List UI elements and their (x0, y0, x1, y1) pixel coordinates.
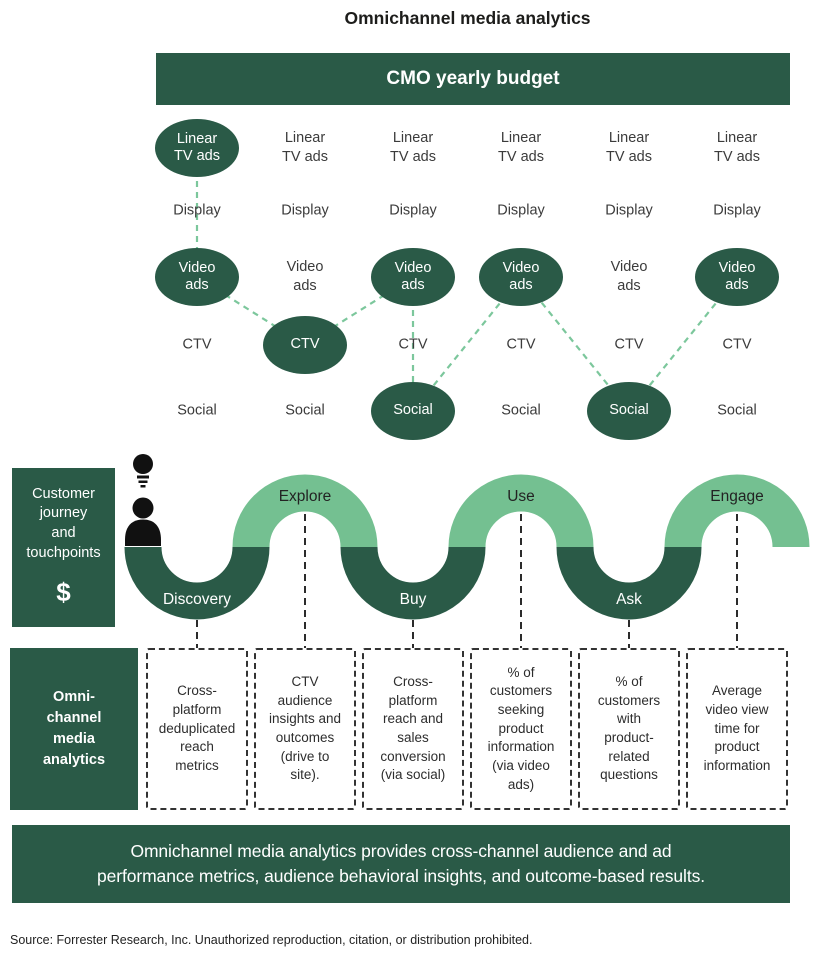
stage-engage: Engage (710, 488, 764, 505)
stage-use: Use (507, 488, 535, 505)
channel-cell-video-ads: Video ads (155, 248, 239, 306)
channel-cell-linear-tv-ads: Linear TV ads (606, 130, 652, 165)
source-note: Source: Forrester Research, Inc. Unautho… (10, 933, 533, 947)
metric-box-buy: Cross- platform reach and sales conversi… (362, 648, 464, 810)
metric-box-discovery: Cross- platform deduplicated reach metri… (146, 648, 248, 810)
channel-cell-linear-tv-ads: Linear TV ads (282, 130, 328, 165)
omnichannel-analytics-label: Omni- channel media analytics (42, 688, 106, 769)
summary-banner: Omnichannel media analytics provides cro… (12, 825, 790, 903)
channel-cell-linear-tv-ads: Linear TV ads (498, 130, 544, 165)
channel-cell-ctv: CTV (182, 336, 212, 353)
stage-explore: Explore (278, 488, 332, 505)
channel-cell-video-ads: Video ads (286, 259, 324, 294)
page-title: Omnichannel media analytics (344, 8, 591, 28)
channel-cell-social: Social (371, 382, 455, 440)
channel-cell-social: Social (285, 402, 325, 419)
channel-cell-linear-tv-ads: Linear TV ads (390, 130, 436, 165)
cmo-budget-label: CMO yearly budget (386, 68, 560, 89)
channel-cell-linear-tv-ads: Linear TV ads (155, 119, 239, 177)
stage-discovery: Discovery (162, 591, 232, 608)
omnichannel-analytics-box: Omni- channel media analytics (10, 648, 138, 810)
cmo-budget-banner: CMO yearly budget (156, 53, 790, 105)
lightbulb-icon (133, 454, 153, 488)
dashed-guide-lines (196, 514, 738, 648)
channel-cell-ctv: CTV (506, 336, 536, 353)
customer-journey-box: Customer journey and touchpoints $ (12, 468, 115, 627)
channel-cell-social: Social (717, 402, 757, 419)
stage-ask: Ask (616, 591, 642, 608)
stage-buy: Buy (399, 591, 427, 608)
channel-cell-display: Display (389, 202, 437, 219)
channel-cell-display: Display (173, 202, 221, 219)
channel-cell-video-ads: Video ads (479, 248, 563, 306)
channel-cell-social: Social (177, 402, 217, 419)
journey-wave-ribbon (124, 474, 810, 620)
channel-cell-display: Display (605, 202, 653, 219)
metric-box-engage: Average video view time for product info… (686, 648, 788, 810)
channel-cell-ctv: CTV (398, 336, 428, 353)
channel-cell-display: Display (713, 202, 761, 219)
person-icon (125, 497, 161, 546)
metric-box-ask: % of customers with product- related que… (578, 648, 680, 810)
metric-box-explore: CTV audience insights and outcomes (driv… (254, 648, 356, 810)
channel-cell-ctv: CTV (722, 336, 752, 353)
channel-cell-linear-tv-ads: Linear TV ads (714, 130, 760, 165)
channel-cell-video-ads: Video ads (695, 248, 779, 306)
channel-cell-social: Social (501, 402, 541, 419)
channel-cell-ctv: CTV (614, 336, 644, 353)
channel-cell-video-ads: Video ads (610, 259, 648, 294)
channel-cell-video-ads: Video ads (371, 248, 455, 306)
channel-cell-display: Display (497, 202, 545, 219)
channel-cell-social: Social (587, 382, 671, 440)
metric-box-use: % of customers seeking product informati… (470, 648, 572, 810)
channel-cell-ctv: CTV (263, 316, 347, 374)
customer-journey-label: Customer journey and touchpoints (26, 485, 101, 561)
dollar-icon: $ (56, 577, 71, 608)
channel-cell-display: Display (281, 202, 329, 219)
